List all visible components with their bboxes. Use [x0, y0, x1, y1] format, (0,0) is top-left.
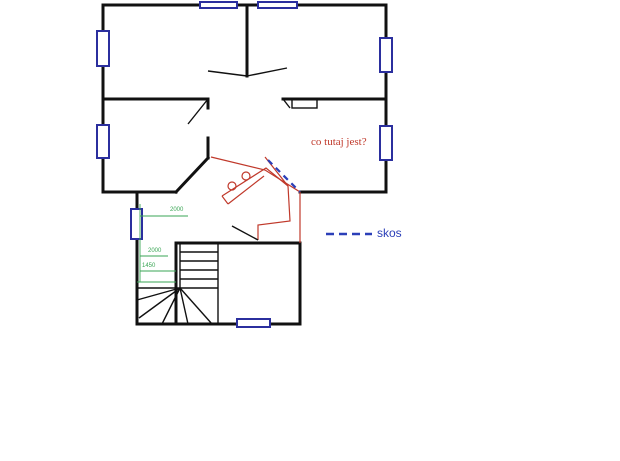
slope-legend-swatch	[326, 232, 372, 236]
window-right-upper	[379, 37, 393, 73]
window-right-lower	[379, 125, 393, 161]
red-sketch	[210, 156, 301, 243]
windows	[96, 1, 393, 328]
staircase	[136, 242, 219, 325]
door-swings	[187, 67, 318, 125]
window-stair-left	[130, 208, 143, 240]
window-bottom	[236, 318, 271, 328]
window-top-right	[257, 1, 298, 9]
question-note: co tutaj jest?	[311, 136, 367, 148]
dimension-label-bottom: 1450	[142, 263, 156, 269]
dimension-label-top: 2000	[170, 207, 184, 213]
dimension-lines	[137, 204, 188, 283]
slope-legend-label: skos	[377, 226, 402, 240]
dimension-label-middle: 2000	[148, 248, 162, 254]
window-left-upper	[96, 30, 110, 67]
window-top-left	[199, 1, 238, 9]
slope-line	[267, 159, 301, 193]
window-left-lower	[96, 124, 110, 159]
